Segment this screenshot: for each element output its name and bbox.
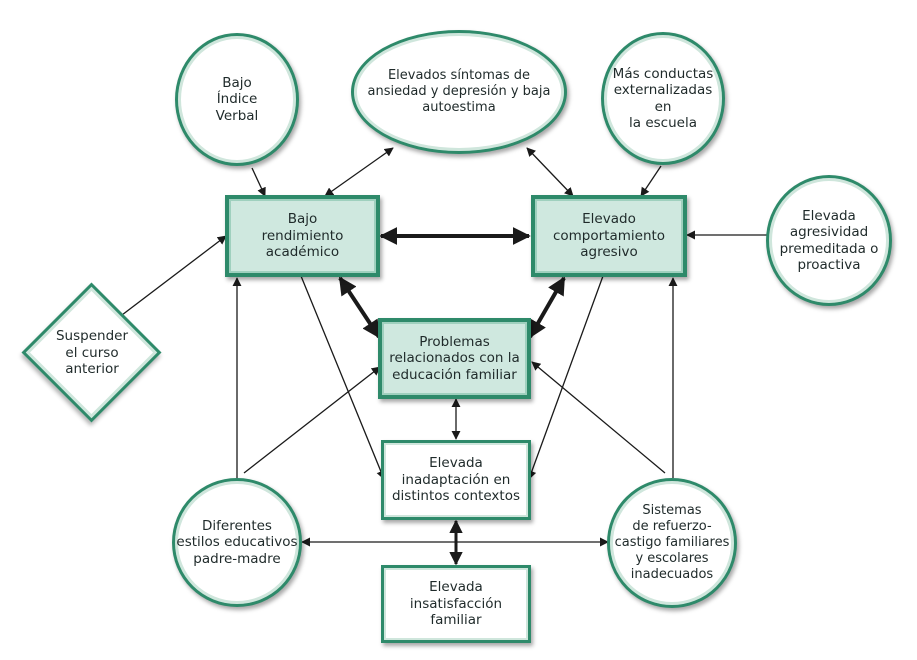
node-agresividad-premeditada: Elevada agresividad premeditada o proact… [766,175,892,306]
node-comportamiento-agresivo: Elevado comportamiento agresivo [531,195,687,277]
edge-comportamiento-inadaptacion [527,275,604,480]
edge-estilos-problemas [243,366,381,474]
edge-indice-rendimiento [251,167,266,197]
edge-sistemas-problemas [531,361,666,474]
node-conductas-externalizadas: Más conductas externalizadas en la escue… [601,32,725,165]
edge-rendimiento-problemas [338,276,381,339]
node-bajo-rendimiento: Bajo rendimiento académico [225,195,380,277]
edge-rendimiento-inadaptacion [300,275,386,480]
node-sintomas-ansiedad: Elevados síntomas de ansiedad y depresió… [351,30,567,154]
node-problemas-educacion: Problemas relacionados con la educación … [378,318,531,399]
edge-suspender-rendimiento [121,235,227,316]
edge-conductas-comportamiento [640,165,662,197]
node-bajo-indice-verbal: Bajo Índice Verbal [175,33,299,166]
edge-sintomas-comportamiento [526,147,574,197]
edge-comportamiento-problemas [528,276,566,339]
node-inadaptacion: Elevada inadaptación en distintos contex… [381,440,531,520]
node-estilos-educativos: Diferentes estilos educativos padre-madr… [172,478,302,607]
node-insatisfaccion: Elevada insatisfacción familiar [381,565,531,643]
edge-sintomas-rendimiento [324,147,394,197]
node-suspender-curso: Suspender el curso anterior [21,282,162,423]
node-sistemas-refuerzo: Sistemas de refuerzo- castigo familiares… [607,478,737,608]
